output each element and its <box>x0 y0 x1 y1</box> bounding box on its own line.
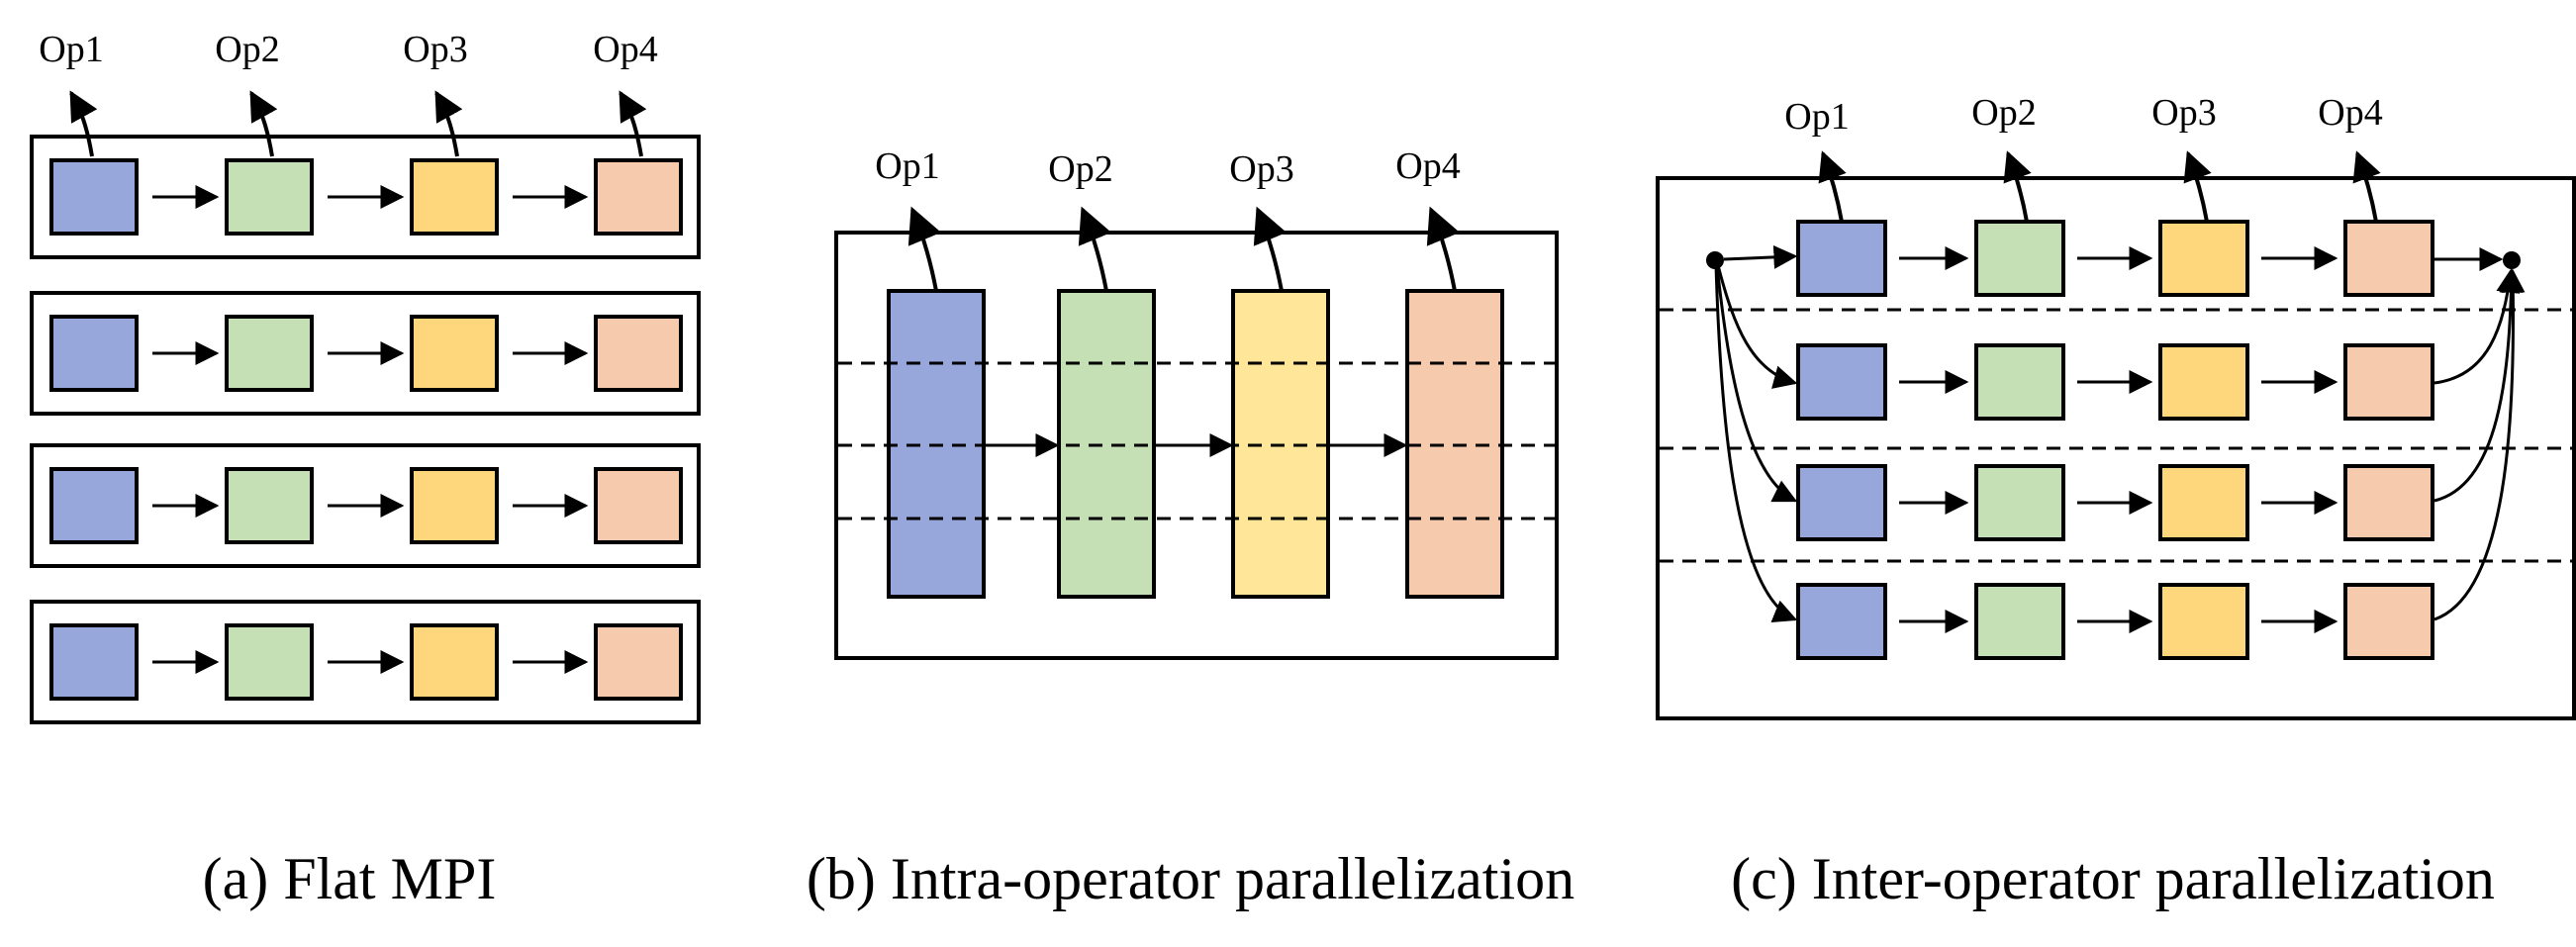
panel-c-row-3-op1-box <box>1796 464 1887 541</box>
panel-c-row-4-op3-box <box>2158 583 2249 660</box>
panel-c-caption: (c) Inter-operator parallelization <box>1731 846 2495 911</box>
panel-c-row-1-op3-box <box>2158 220 2249 297</box>
panel-a-row-3-op3-box <box>410 467 499 544</box>
panel-a-row-2-op3-box <box>410 315 499 392</box>
panel-b-op2-pointer <box>1078 206 1112 292</box>
panel-b-frame <box>834 231 1559 660</box>
panel-c-partition-lines <box>1660 308 2572 563</box>
panel-a-row-2-op1-box <box>49 315 139 392</box>
panel-c-row-2-op4-box <box>2343 343 2434 421</box>
panel-a-op3-pointer <box>434 90 463 157</box>
panel-a-flat-mpi: Op1 Op2 Op3 Op4 (a) Flat MPI <box>30 29 701 911</box>
panel-a-row-3-op2-box <box>225 467 314 544</box>
panel-a-caption: (a) Flat MPI <box>203 846 497 911</box>
panel-c-row-4-op1-box <box>1796 583 1887 660</box>
panel-a-row-3-op1-box <box>49 467 139 544</box>
panel-c-join-node <box>2503 251 2521 269</box>
panel-a-op4-label: Op4 <box>593 29 657 70</box>
panel-c-op4-label: Op4 <box>2318 92 2382 134</box>
panel-c-op2-pointer <box>2003 150 2032 223</box>
panel-c-op4-pointer <box>2352 150 2381 223</box>
panel-c-process-rows <box>1796 220 2434 660</box>
panel-b-op4-label: Op4 <box>1395 145 1460 187</box>
panel-a-row-2-op2-box <box>225 315 314 392</box>
panel-c-join-arrow-row-2 <box>2433 268 2521 385</box>
panel-c-op-labels: Op1 Op2 Op3 Op4 <box>1784 92 2382 138</box>
panel-a-row-3-frame <box>30 443 701 568</box>
panel-a-row-1-op4-box <box>594 158 683 236</box>
panel-b-intra-operator: Op1 Op2 Op3 Op4 (b) Intra-operator <box>807 145 1574 911</box>
panel-a-row-1-op3-box <box>410 158 499 236</box>
panel-c-row-3-op3-box <box>2158 464 2249 541</box>
panel-c-op2-label: Op2 <box>1971 92 2036 134</box>
panel-a-row-4-op2-box <box>225 623 314 701</box>
panel-c-fork-arrow-row-4 <box>1714 264 1798 622</box>
panel-c-row-2-op2-box <box>1974 343 2065 421</box>
panel-a-op2-pointer <box>249 90 278 157</box>
panel-a-row-3-op4-box <box>594 467 683 544</box>
panel-b-op2-label: Op2 <box>1048 148 1112 190</box>
panel-a-row-1-frame <box>30 135 701 259</box>
panel-b-label-pointers <box>907 206 1461 292</box>
panel-a-op1-label: Op1 <box>39 29 103 70</box>
panel-a-row-4-op1-box <box>49 623 139 701</box>
panel-a-row-4-op3-box <box>410 623 499 701</box>
panel-c-row-4-op2-box <box>1974 583 2065 660</box>
panel-a-process-rows <box>30 135 701 724</box>
panel-a-op-labels: Op1 Op2 Op3 Op4 <box>39 29 657 70</box>
panel-c-join-arrow-row-3 <box>2433 268 2524 503</box>
panel-c-op1-pointer <box>1818 150 1847 223</box>
panel-a-op3-label: Op3 <box>403 29 467 70</box>
panel-c-row-1-op1-box <box>1796 220 1887 297</box>
panel-c-join-arrow-row-4 <box>2433 268 2526 621</box>
panel-c-row-1-op2-box <box>1974 220 2065 297</box>
panel-a-label-pointers <box>69 90 647 157</box>
panel-a-row-4-op4-box <box>594 623 683 701</box>
panel-c-op3-label: Op3 <box>2151 92 2216 134</box>
panel-b-op4-pointer <box>1426 206 1461 292</box>
panel-b-op3-label: Op3 <box>1229 148 1293 190</box>
panel-a-row-1-op2-box <box>225 158 314 236</box>
panel-c-inter-operator: Op1 Op2 Op3 Op4 (c) <box>1656 92 2576 911</box>
panel-c-row-3-op4-box <box>2343 464 2434 541</box>
panel-c-row-4-op4-box <box>2343 583 2434 660</box>
panel-a-row-2-frame <box>30 291 701 416</box>
panel-b-caption: (b) Intra-operator parallelization <box>807 846 1574 911</box>
panel-a-op4-pointer <box>619 90 647 157</box>
panel-c-fork-node <box>1706 251 1724 269</box>
panel-c-fork-arrow-row-1 <box>1723 244 1798 269</box>
panel-a-row-4-frame <box>30 600 701 724</box>
panel-b-op1-pointer <box>907 206 942 292</box>
panel-c-label-pointers <box>1818 150 2381 223</box>
panel-c-row-2-op3-box <box>2158 343 2249 421</box>
panel-a-op2-label: Op2 <box>215 29 279 70</box>
panel-b-op-labels: Op1 Op2 Op3 Op4 <box>875 145 1460 190</box>
panel-a-row-2-op4-box <box>594 315 683 392</box>
panel-a-row-1-op1-box <box>49 158 139 236</box>
panel-c-frame <box>1656 176 2576 720</box>
panel-c-row-1-op4-box <box>2343 220 2434 297</box>
panel-c-op3-pointer <box>2183 150 2212 223</box>
panel-c-op1-label: Op1 <box>1784 96 1849 138</box>
panel-c-row-2-op1-box <box>1796 343 1887 421</box>
panel-b-op1-label: Op1 <box>875 145 939 187</box>
panel-b-partition-lines <box>838 361 1555 521</box>
panel-b-op3-pointer <box>1253 206 1288 292</box>
panel-c-fork-arrow-row-2 <box>1716 264 1798 389</box>
panel-c-fork-join <box>1706 244 2526 622</box>
panel-a-op1-pointer <box>69 90 98 157</box>
panel-c-fork-arrow-row-3 <box>1715 264 1798 503</box>
panel-c-row-3-op2-box <box>1974 464 2065 541</box>
